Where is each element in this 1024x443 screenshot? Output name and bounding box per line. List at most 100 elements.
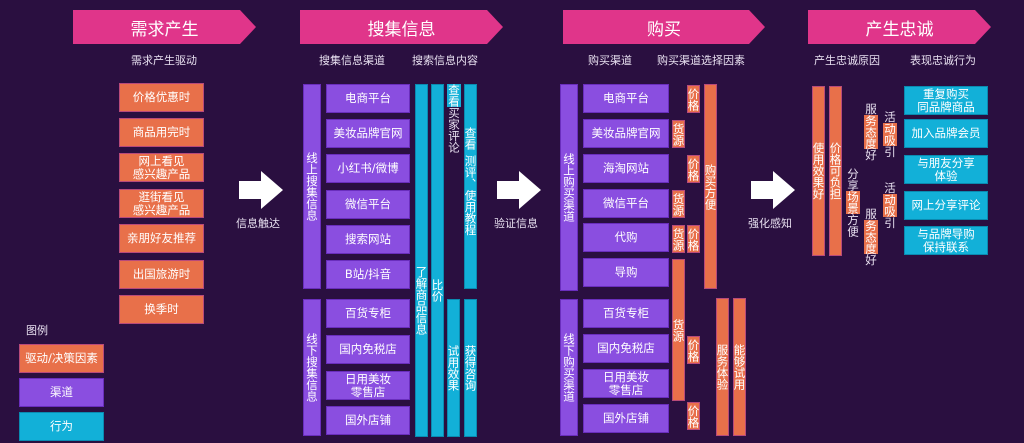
demand-item: 出国旅游时 [119, 260, 204, 289]
factor-price-text: 价格 [686, 404, 701, 428]
purchase-channel: 微信平台 [583, 189, 669, 218]
demand-item: 换季时 [119, 295, 204, 324]
demand-item: 亲朋好友推荐 [119, 224, 204, 253]
reason-service-hl: 务态度 [864, 219, 878, 254]
arrow-label: 验证信息 [494, 217, 538, 230]
purchase-channel: 国外店铺 [583, 404, 669, 433]
content-buyer-reviews-rest: 买家评论 [447, 107, 461, 153]
loyalty-behavior: 重复购买 同品牌商品 [904, 86, 988, 115]
reason-activity-pre: 活 [883, 182, 897, 194]
reason-service-post: 好 [864, 254, 878, 266]
factor-service: 服务体验 [715, 298, 730, 436]
online-search-text: 线上搜集信息 [305, 152, 319, 221]
purchase-channel: 百货专柜 [583, 299, 669, 328]
stage-title: 需求产生 [130, 19, 199, 40]
content-trial-text: 试用效果 [446, 345, 461, 391]
content-understand-bar: 了解商品信息 [414, 84, 429, 437]
arrow-right-icon [239, 171, 283, 209]
demand-item: 价格优惠时 [119, 83, 204, 112]
factor-source: 货源 [672, 190, 686, 218]
reason-scene: 分享 场景 方便 [846, 168, 860, 237]
purchase-channels-subtitle: 购买渠道 [588, 54, 632, 67]
factor-source: 货源 [671, 259, 686, 401]
arrow-right-icon [497, 171, 541, 209]
content-consult-text: 获得咨询 [463, 345, 478, 391]
online-search-label: 线上搜集信息 [303, 84, 321, 289]
legend-title: 图例 [26, 324, 48, 337]
content-understand-text: 了解商品信息 [414, 266, 429, 335]
content-trial-bar: 试用效果 [446, 299, 461, 437]
reason-activity: 活 动吸 引 [883, 111, 897, 157]
search-channel: 美妆品牌官网 [326, 119, 410, 148]
search-content-subtitle: 搜索信息内容 [412, 54, 478, 67]
search-channel: 电商平台 [326, 84, 410, 113]
purchase-channel: 日用美妆 零售店 [583, 369, 669, 398]
reason-scene-pre: 分享 [846, 168, 860, 191]
stage-banner-purchase: 购买 [563, 10, 765, 44]
demand-item: 网上看见 感兴趣产品 [119, 153, 204, 182]
stage-banner-search: 搜集信息 [300, 10, 503, 44]
reason-service-post: 好 [864, 149, 878, 161]
factor-source-text: 货源 [671, 227, 686, 251]
reason-effect: 使用效果好 [811, 86, 826, 256]
purchase-channel: 美妆品牌官网 [583, 119, 669, 148]
factor-price-text: 价格 [686, 87, 701, 111]
reason-activity-post: 引 [883, 145, 897, 158]
stage-banner-loyalty: 产生忠诚 [808, 10, 991, 44]
factor-trial: 能够试用 [733, 298, 747, 436]
loyalty-behavior: 与朋友分享 体验 [904, 155, 988, 184]
search-channels-subtitle: 搜集信息渠道 [319, 54, 385, 67]
purchase-channel: 国内免税店 [583, 334, 669, 363]
reason-service: 服 务态度 好 [864, 103, 878, 161]
stage-title: 产生忠诚 [865, 19, 934, 40]
loyalty-behaviors-subtitle: 表现忠诚行为 [910, 54, 976, 67]
factor-price-text: 价格 [686, 227, 701, 251]
search-channel: 国外店铺 [326, 406, 410, 435]
factor-source-text: 货源 [671, 318, 686, 342]
reason-service-pre: 服 [864, 208, 878, 220]
content-consult-bar: 获得咨询 [463, 299, 478, 437]
online-purchase-text: 线上购买渠道 [562, 153, 576, 222]
loyalty-behavior: 加入品牌会员 [904, 119, 988, 148]
legend-item-behavior: 行为 [19, 412, 104, 441]
search-channel: 搜索网站 [326, 225, 410, 254]
purchase-channel: 导购 [583, 258, 669, 287]
factor-price: 价格 [686, 85, 701, 113]
loyalty-behavior: 网上分享评论 [904, 191, 988, 220]
loyalty-reasons-subtitle: 产生忠诚原因 [814, 54, 880, 67]
purchase-channel: 电商平台 [583, 84, 669, 113]
reason-service-pre: 服 [864, 103, 878, 115]
reason-service-hl: 务态度 [864, 114, 878, 149]
reason-activity-hl: 动吸 [883, 193, 897, 217]
factor-source: 货源 [671, 225, 686, 253]
factor-price: 价格 [686, 402, 701, 430]
demand-item: 逛街看见 感兴趣产品 [119, 189, 204, 218]
factor-service-text: 服务体验 [715, 344, 730, 390]
demand-subtitle: 需求产生驱动 [131, 54, 197, 67]
purchase-channel: 代购 [583, 223, 669, 252]
legend-item-channel: 渠道 [19, 378, 104, 407]
search-channel: B站/抖音 [326, 260, 410, 289]
offline-purchase-label: 线下购买渠道 [560, 299, 578, 436]
reason-scene-hl: 场景 [846, 191, 860, 214]
legend-item-factor: 驱动/决策因素 [19, 344, 104, 373]
online-purchase-label: 线上购买渠道 [560, 84, 578, 291]
reason-activity: 活 动吸 引 [883, 182, 897, 228]
reason-service: 服 务态度 好 [864, 208, 878, 266]
reason-activity-pre: 活 [883, 111, 897, 123]
stage-banner-demand: 需求产生 [73, 10, 256, 44]
purchase-factors-subtitle: 购买渠道选择因素 [657, 54, 745, 67]
content-reviews-tutorials-bar: 查看 测评、使用教程 [463, 84, 478, 289]
offline-purchase-text: 线下购买渠道 [562, 333, 576, 402]
factor-source-text: 货源 [671, 122, 686, 146]
reason-affordable-text: 价格可负担 [828, 142, 843, 200]
content-buyer-reviews: 查看 买家评论 [447, 84, 461, 153]
demand-item: 商品用完时 [119, 118, 204, 147]
loyalty-behavior: 与品牌导购 保持联系 [904, 226, 988, 255]
purchase-channel: 海淘网站 [583, 154, 669, 183]
reason-effect-text: 使用效果好 [811, 142, 826, 200]
content-reviews-tutorials-hl: 查看 [463, 127, 478, 150]
factor-price: 价格 [687, 336, 701, 364]
reason-scene-post: 方便 [846, 214, 860, 237]
offline-search-text: 线下搜集信息 [305, 333, 319, 402]
